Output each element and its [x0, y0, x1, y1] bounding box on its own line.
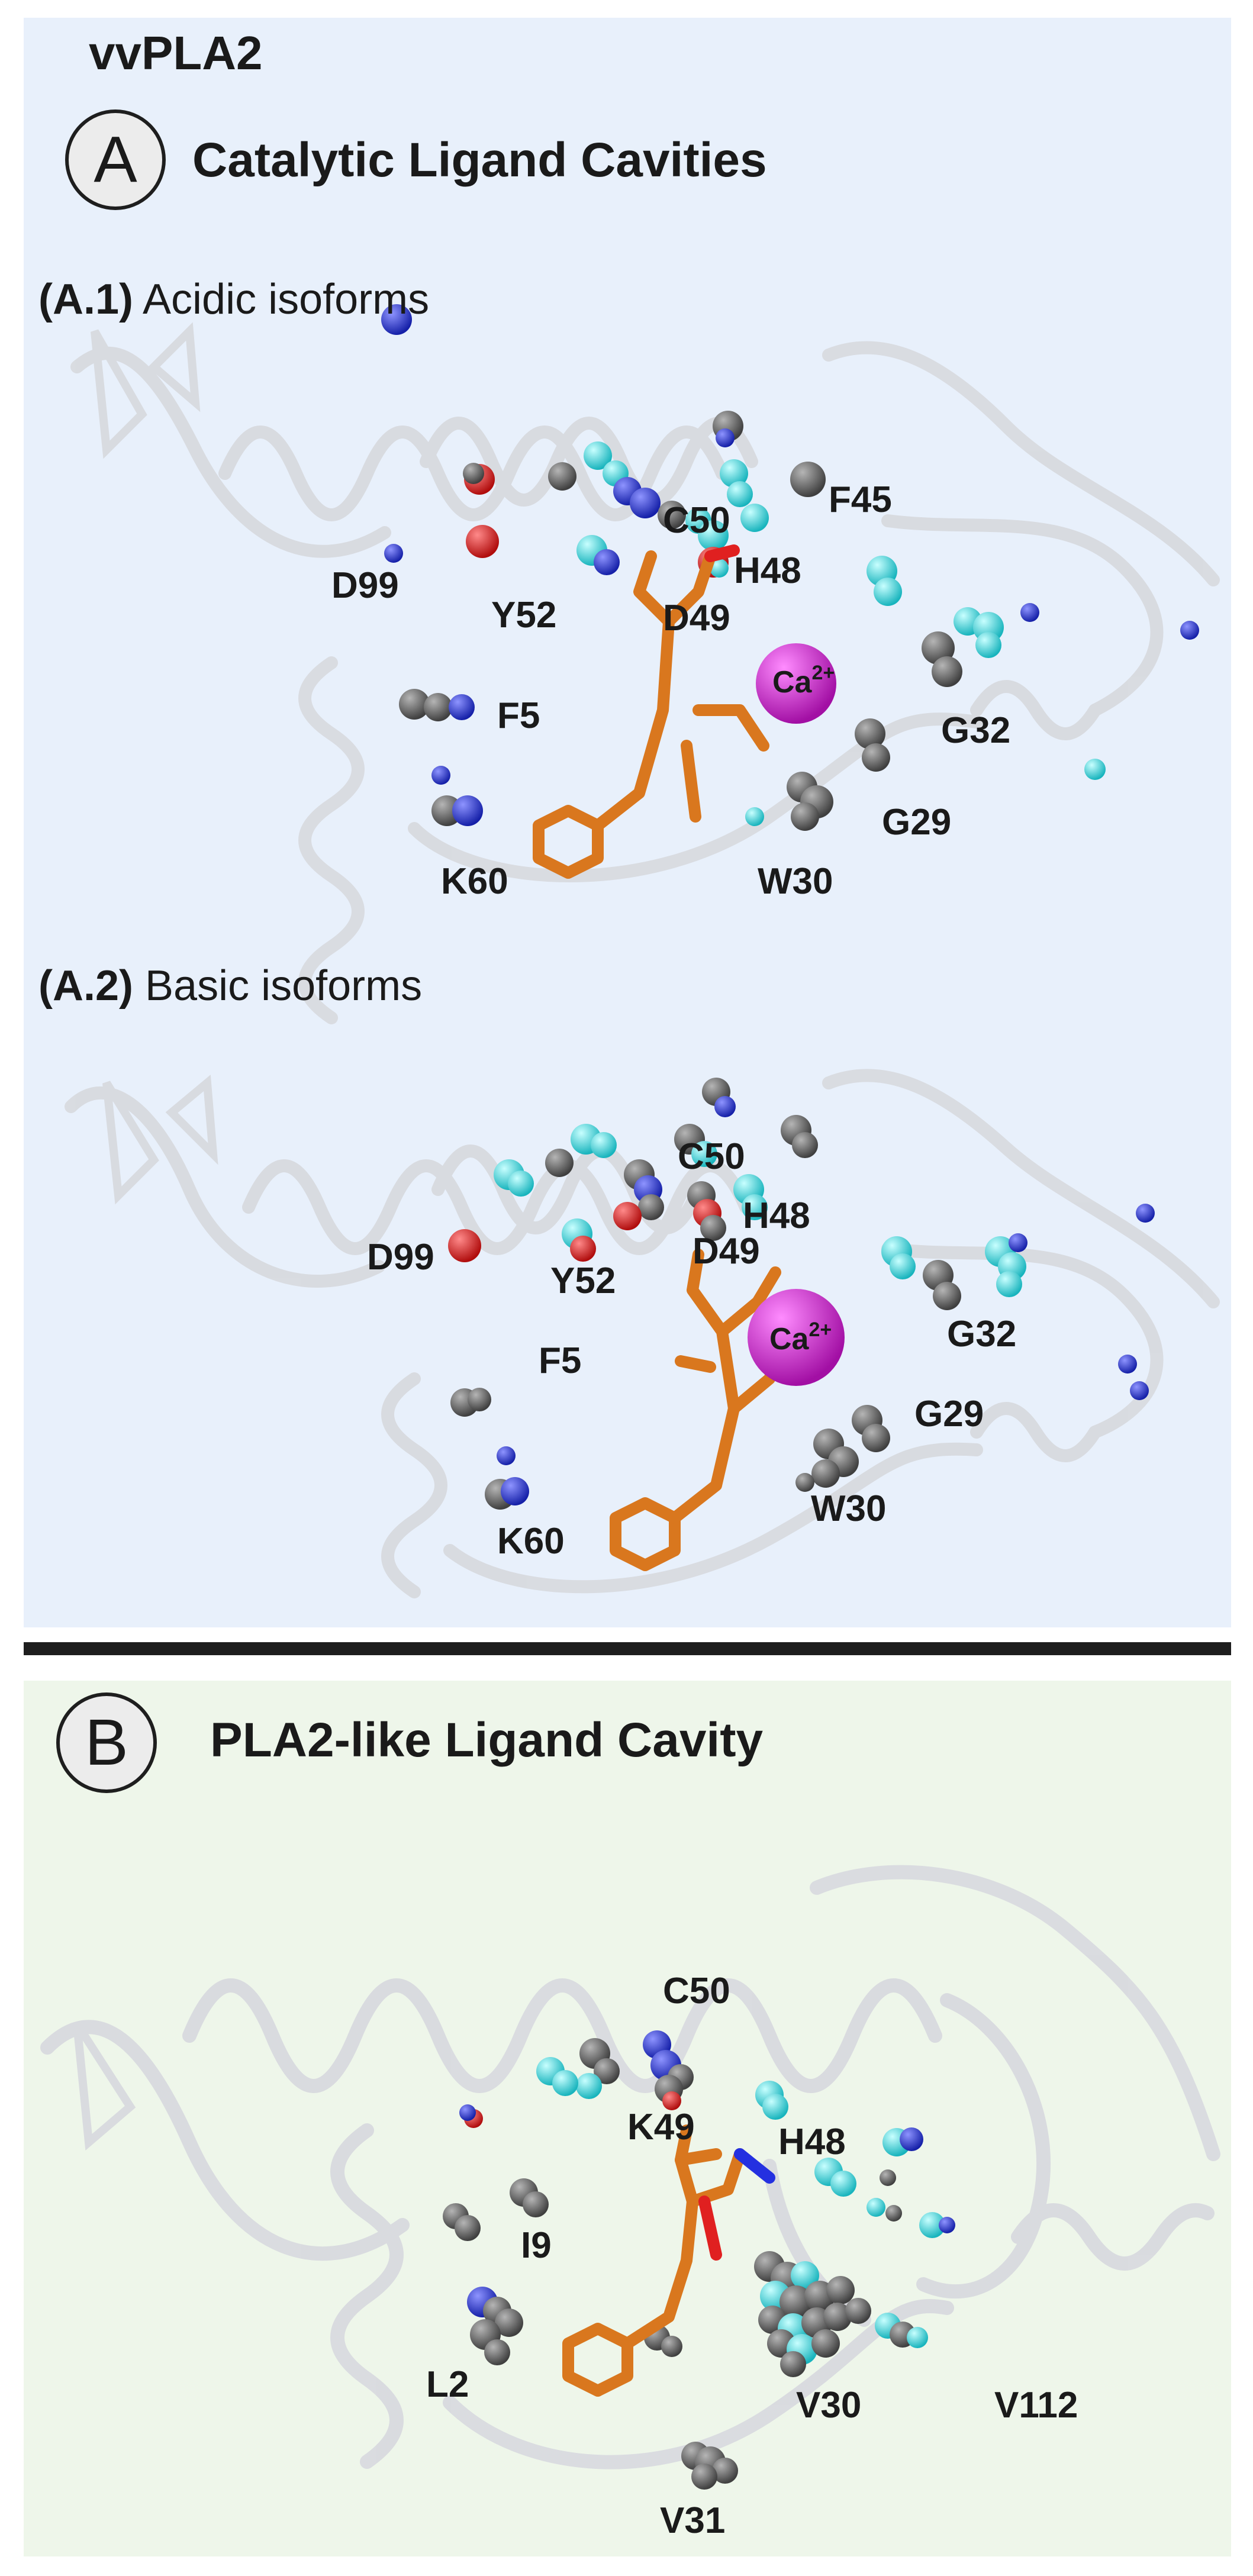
calcium-ion-a1 — [756, 643, 836, 724]
residue-label: F45 — [829, 479, 892, 520]
residue-label: H48 — [734, 550, 801, 591]
labels-a2: C50 H48 D49 D99 Y52 F5 G32 G29 W30 K60 C… — [367, 1136, 1016, 1562]
figure-title: vvPLA2 — [89, 27, 263, 79]
residue-label: C50 — [663, 1971, 730, 2011]
residue-label: V112 — [994, 2385, 1078, 2426]
atoms-b — [443, 2030, 955, 2490]
residue-label: W30 — [811, 1488, 886, 1529]
residue-label: W30 — [758, 861, 833, 902]
atoms-a1 — [381, 304, 1199, 831]
ribbon-b — [40, 1865, 1220, 2469]
structure-a1 — [70, 304, 1220, 1024]
section-a-letter: A — [65, 109, 166, 210]
section-b-title: PLA2-like Ligand Cavity — [210, 1713, 764, 1767]
labels-b: C50 K49 H48 I9 L2 V30 V112 V31 — [426, 1971, 1078, 2541]
ribbon-a2 — [65, 1069, 1220, 1598]
residue-label: G29 — [882, 802, 951, 843]
residue-label: D49 — [663, 598, 730, 639]
residue-label: K60 — [497, 1521, 565, 1562]
calcium-label: Ca2+ — [769, 1318, 832, 1356]
residue-label: V30 — [796, 2385, 861, 2426]
residue-label: C50 — [678, 1136, 745, 1177]
residue-label: Y52 — [491, 595, 556, 636]
ligand-b — [562, 2124, 775, 2397]
section-a-title: Catalytic Ligand Cavities — [192, 133, 767, 187]
panel-b-background — [24, 1681, 1231, 2556]
section-divider — [24, 1642, 1231, 1655]
residue-label: H48 — [743, 1195, 810, 1236]
residue-label: V31 — [660, 2500, 725, 2541]
residue-label: G29 — [914, 1394, 984, 1434]
subpanel-a1-text: Acidic isoforms — [143, 276, 430, 323]
ligand-a2 — [610, 1249, 787, 1571]
panel-a-background — [24, 18, 1231, 1627]
residue-label: D99 — [331, 565, 399, 606]
residue-label: F5 — [539, 1340, 581, 1381]
structure-a2 — [65, 1069, 1220, 1598]
subpanel-a1-prefix: (A.1) — [38, 276, 133, 323]
subpanel-a1-title: (A.1) Acidic isoforms — [38, 278, 429, 321]
calcium-ion-a2 — [748, 1289, 845, 1386]
residue-label: K49 — [627, 2107, 695, 2148]
residue-label: D99 — [367, 1237, 434, 1278]
residue-label: H48 — [778, 2122, 846, 2162]
residue-label: G32 — [941, 710, 1010, 751]
residue-label: G32 — [947, 1314, 1016, 1355]
calcium-label: Ca2+ — [772, 662, 835, 699]
section-b-letter: B — [56, 1692, 157, 1793]
ligand-a1 — [533, 544, 769, 879]
labels-a1: D99 Y52 C50 F45 H48 D49 F5 G32 G29 K60 W… — [331, 479, 1010, 902]
residue-label: D49 — [692, 1231, 760, 1272]
residue-label: I9 — [521, 2225, 552, 2266]
ribbon-a1 — [70, 322, 1220, 1024]
subpanel-a2-text: Basic isoforms — [145, 962, 423, 1010]
atoms-a2 — [448, 1078, 1155, 1510]
structure-b — [40, 1865, 1220, 2490]
residue-label: C50 — [663, 500, 730, 541]
subpanel-a2-prefix: (A.2) — [38, 962, 133, 1010]
residue-label: L2 — [426, 2364, 469, 2405]
residue-label: K60 — [441, 861, 508, 902]
residue-label: Y52 — [550, 1260, 616, 1301]
subpanel-a2-title: (A.2) Basic isoforms — [38, 965, 422, 1007]
residue-label: F5 — [497, 695, 540, 736]
